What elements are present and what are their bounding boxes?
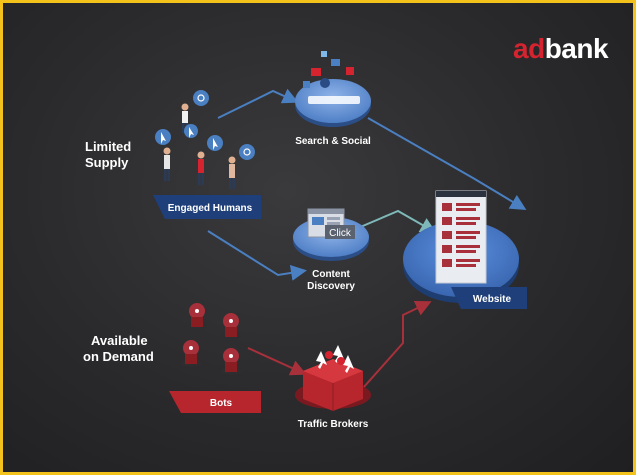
content-flow-to-website	[357, 209, 437, 233]
content-discovery-label: Content Discovery	[307, 269, 355, 292]
person-icon	[197, 151, 205, 185]
video-icon	[311, 68, 321, 76]
robot-icon	[187, 303, 207, 330]
human-flow-to-search	[217, 88, 299, 119]
search-bar-icon	[308, 96, 360, 104]
search-social-node	[295, 51, 371, 127]
limited-supply-heading: Limited Supply	[85, 139, 132, 170]
bots-group	[181, 303, 241, 375]
human-flow-to-content	[207, 230, 307, 281]
traffic-brokers-label: Traffic Brokers	[297, 419, 369, 430]
robot-icon	[221, 313, 241, 340]
cursor-icon	[207, 135, 223, 151]
bot-flow-to-brokers	[247, 347, 307, 376]
share-icon	[321, 51, 327, 57]
link-icon	[239, 144, 255, 160]
click-label: Click	[329, 228, 352, 239]
engaged-humans-tag: Engaged Humans	[153, 195, 261, 219]
website-tag: Website	[451, 287, 527, 309]
engaged-humans-group	[155, 90, 255, 189]
cursor-cluster-icon	[316, 345, 354, 373]
link-icon	[193, 90, 209, 106]
cursor-icon	[184, 124, 198, 138]
chat-icon	[303, 81, 310, 88]
diagram-canvas: Click	[153, 51, 527, 413]
search-social-label: Search & Social	[295, 136, 371, 147]
click-button-icon	[325, 225, 355, 239]
profile-icon	[320, 78, 330, 88]
content-discovery-node: Click	[293, 208, 369, 261]
person-icon	[228, 156, 236, 189]
bots-tag: Bots	[169, 391, 261, 413]
image-icon	[331, 59, 340, 66]
website-label: Website	[473, 294, 512, 305]
robot-icon	[221, 348, 241, 375]
website-node	[403, 190, 519, 303]
engaged-humans-label: Engaged Humans	[168, 203, 253, 214]
robot-icon	[181, 340, 201, 367]
adbank-logo: adbank	[513, 33, 609, 64]
broker-flow-to-website	[362, 300, 432, 389]
person-icon	[163, 147, 171, 181]
cursor-icon	[155, 129, 171, 145]
search-flow-to-website	[367, 117, 527, 211]
available-on-demand-heading: Available on Demand	[83, 333, 154, 364]
like-icon	[346, 67, 354, 75]
bots-label: Bots	[210, 398, 233, 409]
traffic-brokers-node	[295, 345, 371, 411]
